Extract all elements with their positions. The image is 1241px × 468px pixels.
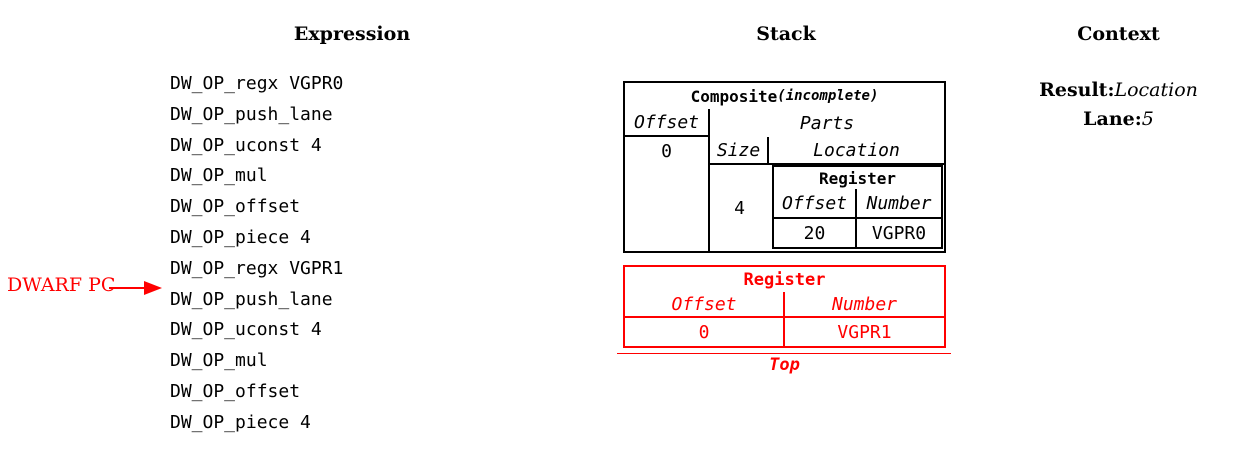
pc-arrow-line <box>109 287 146 289</box>
context-lane-line: Lane:5 <box>967 105 1241 134</box>
composite-parts-header: Parts <box>799 112 855 134</box>
composite-offset-header: Offset <box>625 109 708 137</box>
result-value: Location <box>1114 79 1198 101</box>
opcode-item: DW_OP_mul <box>170 350 268 372</box>
top-register-offset-value: 0 <box>625 318 785 346</box>
register-offset-header: Offset <box>774 189 857 217</box>
composite-size-value: 4 <box>734 197 745 219</box>
lane-value: 5 <box>1141 108 1154 130</box>
composite-location-header: Location <box>813 139 900 161</box>
opcode-item: DW_OP_piece 4 <box>170 411 311 433</box>
opcode-item: DW_OP_push_lane <box>170 103 333 125</box>
context-column-title: Context <box>1077 23 1160 45</box>
opcode-item: DW_OP_push_lane <box>170 288 333 310</box>
composite-register-location: Register Offset Number 20 VGPR0 <box>772 165 943 249</box>
composite-title: Composite <box>690 86 778 106</box>
register-title: Register <box>818 168 897 188</box>
context-result-line: Result:Location <box>967 76 1241 105</box>
composite-size-header: Size <box>710 137 769 163</box>
opcode-item: DW_OP_regx VGPR0 <box>170 73 344 94</box>
opcode-item: DW_OP_mul <box>170 165 268 187</box>
composite-title-row: Composite(incomplete) <box>625 83 944 109</box>
result-label: Result: <box>1039 79 1115 101</box>
opcode-item: DW_OP_uconst 4 <box>170 134 322 156</box>
expression-column-title: Expression <box>293 23 411 45</box>
top-register-offset-header: Offset <box>625 292 785 316</box>
context-panel: Result:Location Lane:5 <box>967 76 1241 134</box>
top-register-number-header: Number <box>831 293 898 315</box>
opcode-item: DW_OP_piece 4 <box>170 226 311 248</box>
composite-incomplete-note: (incomplete) <box>777 88 879 104</box>
composite-offset-value: 0 <box>661 140 672 162</box>
register-number-header: Number <box>866 192 932 214</box>
opcode-item: DW_OP_regx VGPR1 <box>170 257 344 279</box>
arrow-right-icon <box>144 281 162 295</box>
register-offset-value: 20 <box>774 219 857 247</box>
opcode-item: DW_OP_offset <box>170 196 301 218</box>
opcode-item: DW_OP_offset <box>170 380 301 402</box>
opcode-item: DW_OP_uconst 4 <box>170 319 322 341</box>
stack-top-register-entry: Register Offset Number 0 VGPR1 <box>623 265 946 348</box>
stack-column-title: Stack <box>756 23 816 45</box>
register-number-value: VGPR0 <box>871 222 927 244</box>
dwarf-pc-label: DWARF PC <box>7 274 116 296</box>
lane-label: Lane: <box>1083 108 1142 130</box>
stack-top-marker: Top <box>769 355 800 375</box>
stack-composite-entry: Composite(incomplete) Offset 0 Parts Siz… <box>623 81 946 253</box>
stack-top-divider <box>617 353 951 354</box>
top-register-number-value: VGPR1 <box>837 321 892 343</box>
top-register-title: Register <box>743 269 826 290</box>
